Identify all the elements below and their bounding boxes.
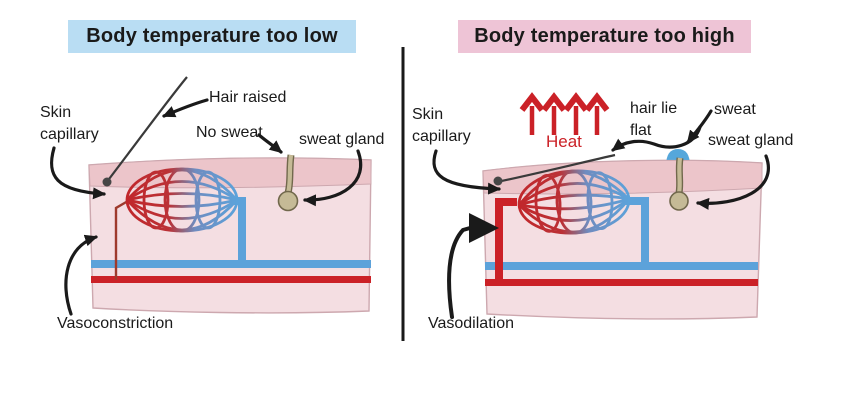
heat-arrow	[519, 92, 545, 135]
sweat-gland-label: sweat gland	[708, 132, 794, 149]
sweat-gland	[277, 154, 299, 212]
vasodilation-arrowhead	[469, 213, 499, 243]
sweat-label: sweat	[714, 101, 756, 118]
vasoconstriction-label: Vasoconstriction	[57, 315, 174, 332]
vasoconstriction-arrow	[64, 234, 98, 316]
dilated-artery-branch	[495, 198, 517, 283]
artery-vessel	[485, 279, 758, 286]
left-panel-illustration	[49, 76, 372, 316]
sweat-gland-arrow	[696, 154, 770, 210]
sweat-gland-arrow	[303, 149, 363, 207]
hair-follicle-dot	[493, 176, 503, 186]
raised-hair	[102, 76, 188, 187]
vein-vessel	[91, 260, 371, 268]
heat-arrow	[584, 92, 610, 135]
skin-capillary-arrow	[432, 149, 501, 195]
artery-vessel	[91, 276, 371, 283]
left-panel-title: Body temperature too low	[68, 20, 356, 53]
sweat-arrow	[686, 109, 713, 144]
hair-lie-flat-label: hair lie flat	[630, 100, 678, 139]
sweat-gland-label: sweat gland	[299, 131, 385, 148]
skin-capillary-label: Skin capillary	[40, 104, 99, 143]
hair-raised-arrow	[162, 98, 209, 118]
hair-follicle-dot	[102, 177, 112, 187]
right-panel-illustration	[432, 92, 770, 320]
vasodilation-arrow-shaft	[447, 226, 472, 319]
vein-vessel	[485, 262, 758, 270]
skin-capillary-label: Skin capillary	[412, 106, 471, 145]
right-panel-title: Body temperature too high	[458, 20, 751, 53]
heat-arrow	[563, 92, 589, 135]
sweat-gland	[669, 157, 689, 211]
no-sweat-label: No sweat	[196, 124, 263, 141]
skin-surface-band	[88, 157, 372, 189]
heat-label: Heat	[546, 132, 582, 151]
heat-arrows	[519, 92, 610, 135]
heat-arrow	[541, 92, 567, 135]
hair-raised-label: Hair raised	[209, 89, 287, 106]
vasodilation-label: Vasodilation	[428, 315, 514, 332]
skin-capillary-arrow	[49, 146, 106, 200]
constricted-artery-branch	[114, 199, 129, 280]
no-sweat-arrow	[257, 133, 283, 154]
